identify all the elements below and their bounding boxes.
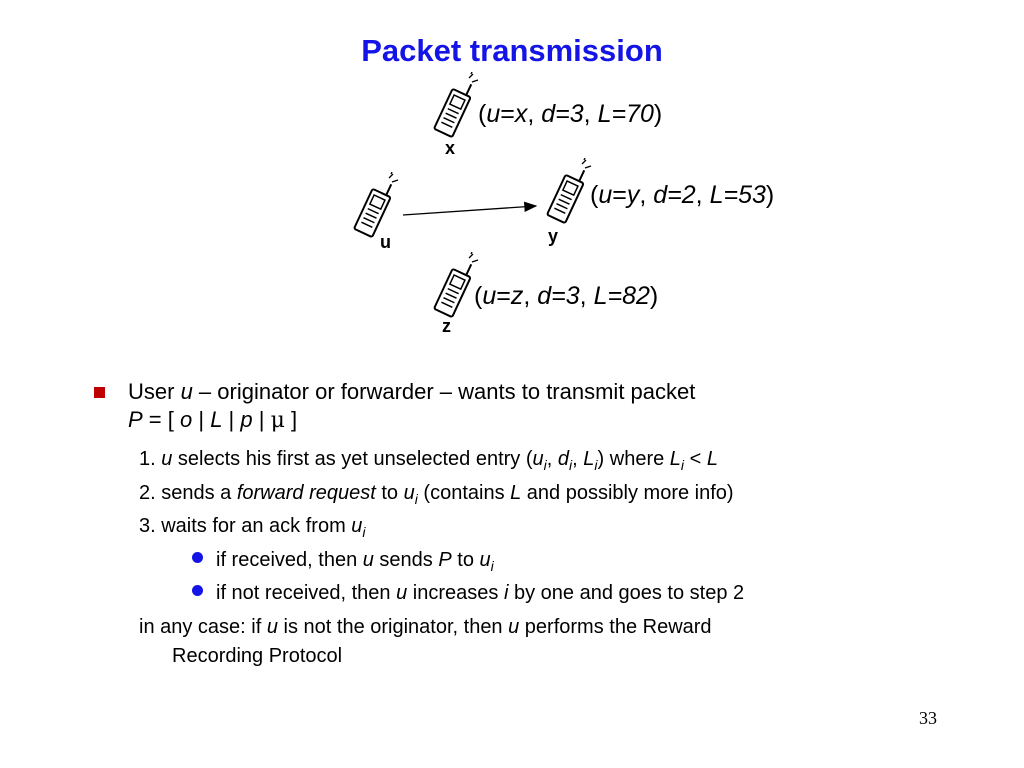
- sub-bullet-dot-icon: [192, 552, 203, 563]
- node-z-tuple: (u=z, d=3, L=82): [474, 282, 659, 310]
- mobile-phone-icon: [433, 72, 479, 138]
- sub-bullet-dot-icon: [192, 585, 203, 596]
- slide-title: Packet transmission: [361, 33, 663, 68]
- final-note-line2: Recording Protocol: [172, 645, 343, 667]
- node-x-tuple: (u=x, d=3, L=70): [478, 100, 663, 128]
- node-y-tuple: (u=y, d=2, L=53): [590, 181, 775, 209]
- final-note: in any case: if u is not the originator,…: [139, 616, 712, 638]
- node-x-label: x: [445, 138, 456, 158]
- main-bullet-text: User u – originator or forwarder – wants…: [128, 379, 696, 433]
- step-2: 2. sends a forward request to ui (contai…: [139, 482, 734, 507]
- node-y-label: y: [548, 226, 559, 246]
- mobile-phone-icon: [546, 158, 592, 224]
- bullet-square-icon: [94, 387, 105, 398]
- step-3: 3. waits for an ack from ui: [139, 515, 366, 540]
- sub-bullet-2: if not received, then u increases i by o…: [216, 582, 745, 604]
- mobile-phone-icon: [353, 172, 399, 238]
- node-u-label: u: [380, 232, 391, 252]
- node-z-label: z: [442, 316, 451, 336]
- sub-bullet-1: if received, then u sends P to ui: [216, 549, 494, 574]
- step-1: 1. u selects his first as yet unselected…: [139, 448, 718, 473]
- page-number: 33: [919, 708, 937, 728]
- mobile-phone-icon: [433, 252, 479, 318]
